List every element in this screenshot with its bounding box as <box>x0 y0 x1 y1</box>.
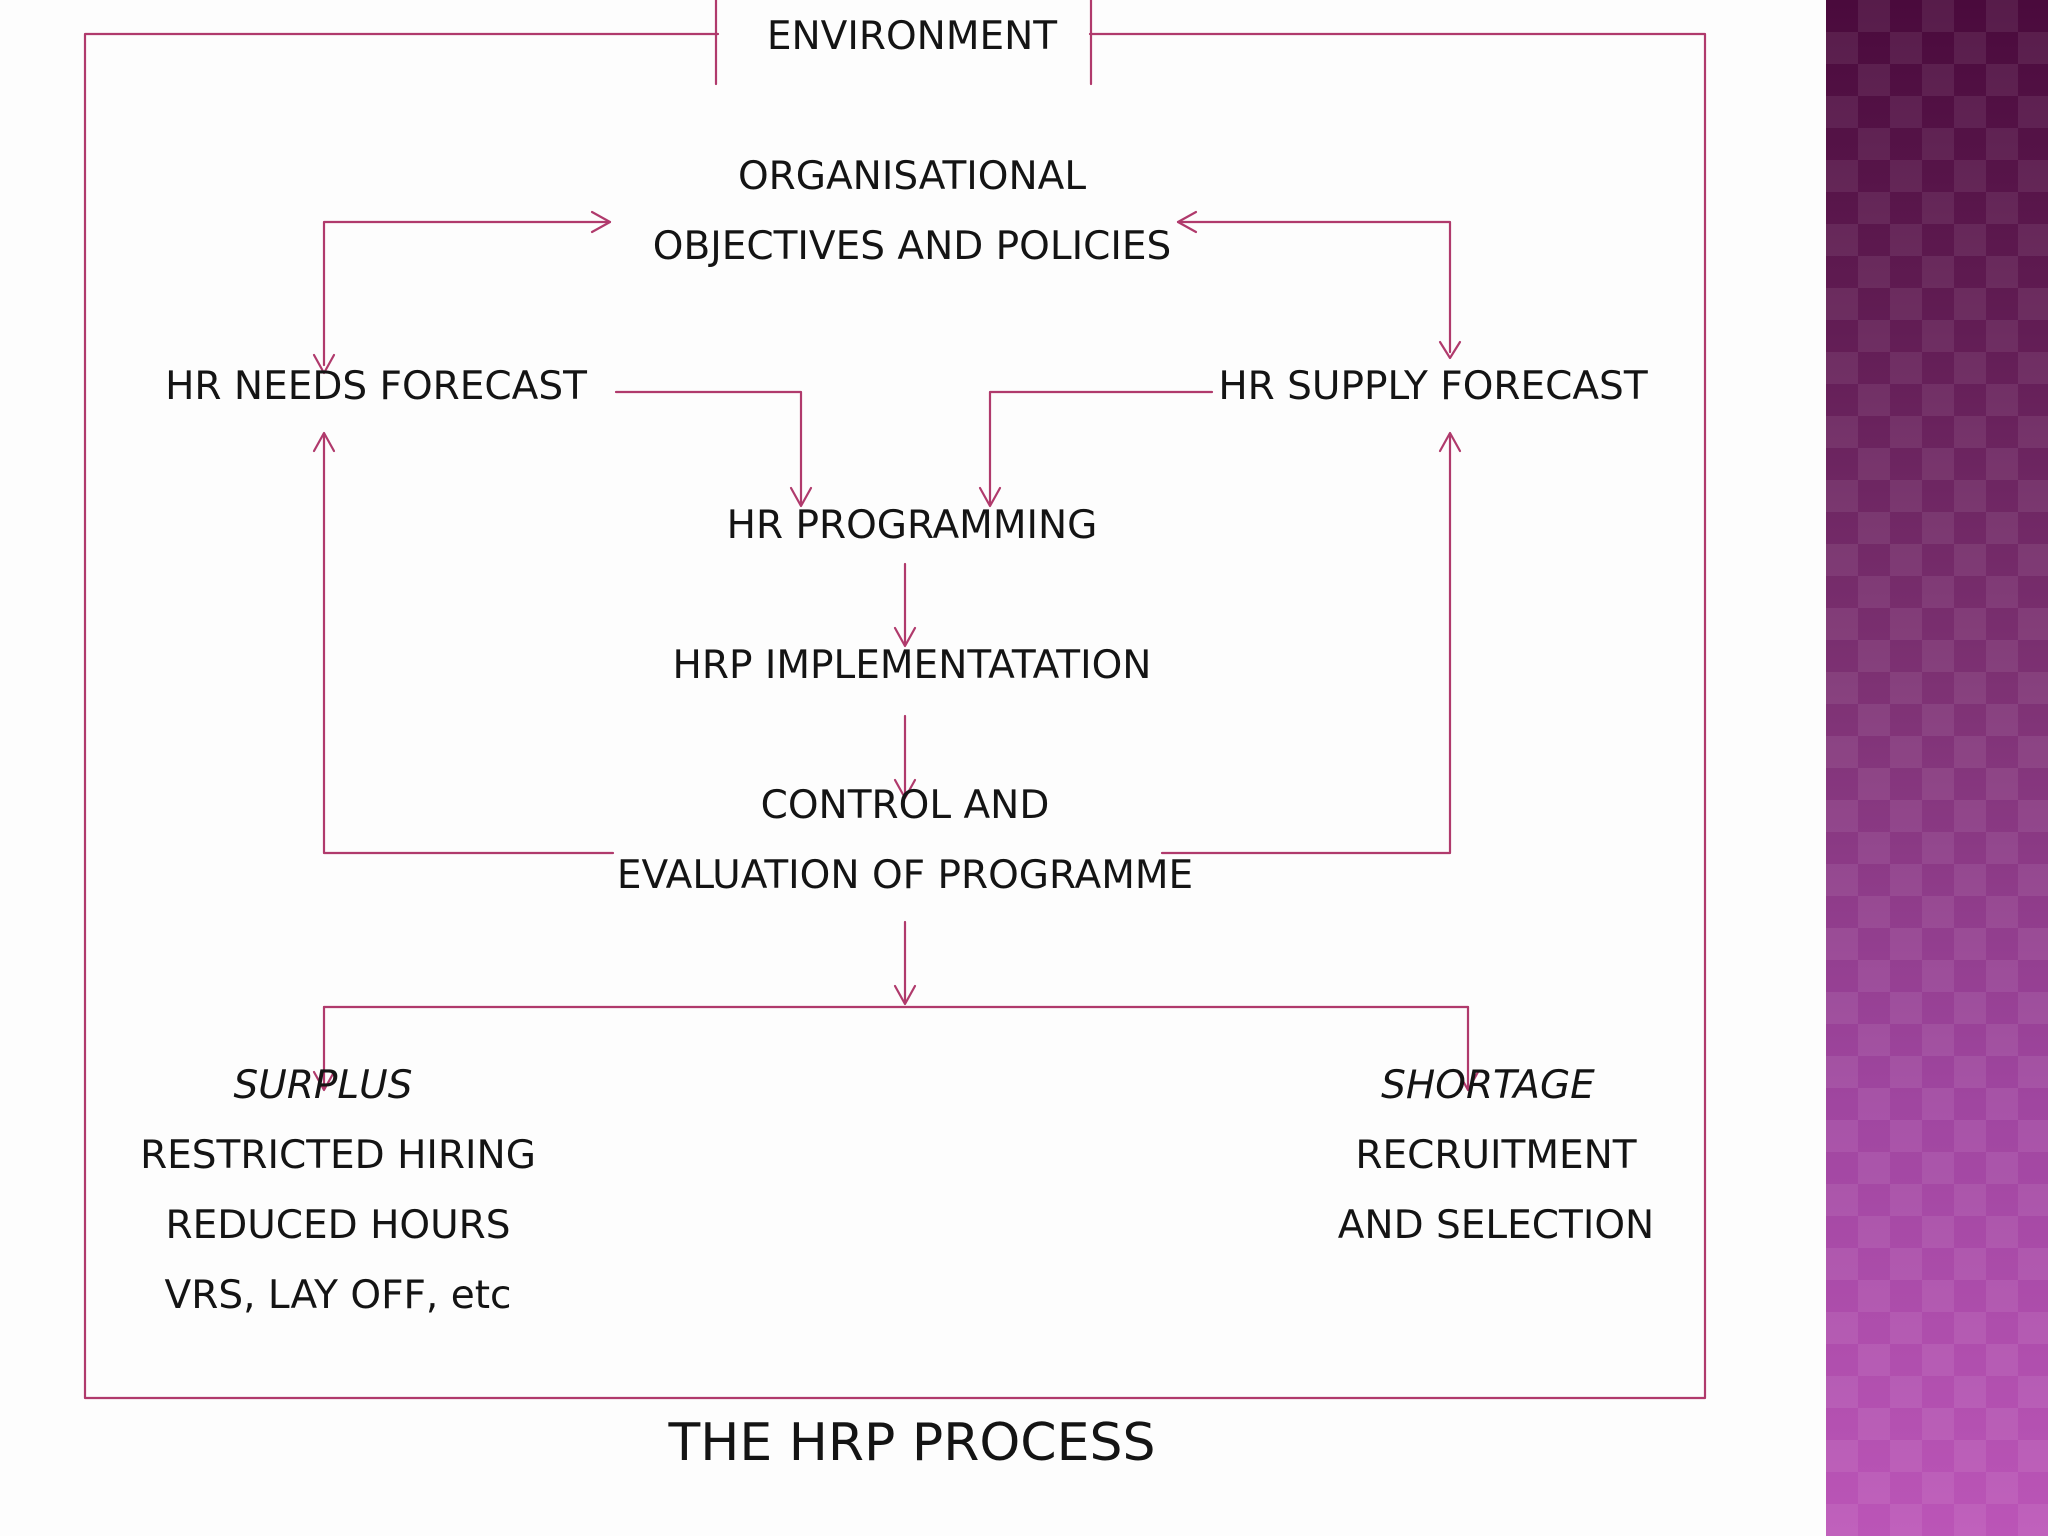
arrowhead-programming-right <box>978 486 1002 508</box>
control-line-2: EVALUATION OF PROGRAMME <box>616 853 1194 898</box>
arrowhead-surplus <box>312 1070 336 1092</box>
label-supply-forecast: HR SUPPLY FORECAST <box>1218 364 1648 409</box>
supply-to-objectives-connector <box>1176 220 1452 354</box>
decorative-side-band <box>1826 0 2048 1536</box>
label-surplus: SURPLUS RESTRICTED HIRING REDUCED HOURS … <box>140 1051 536 1331</box>
arrowhead-needs-forecast-bottom <box>312 431 336 453</box>
control-to-supply-feedback <box>1160 433 1452 855</box>
objectives-line-2: OBJECTIVES AND POLICIES <box>652 224 1172 269</box>
objectives-line-1: ORGANISATIONAL <box>737 154 1087 199</box>
arrowhead-objectives-right <box>1176 210 1198 234</box>
arrowhead-needs-forecast-top <box>312 353 336 375</box>
environment-frame <box>83 32 1707 1400</box>
surplus-item-1: RESTRICTED HIRING <box>140 1133 536 1178</box>
side-band-pattern <box>1826 0 2048 1536</box>
shortage-item-1: RECRUITMENT <box>1355 1133 1637 1178</box>
arrowhead-control <box>893 778 917 800</box>
arrowhead-programming-left <box>789 486 813 508</box>
arrowhead-supply-forecast-bottom <box>1438 431 1462 453</box>
label-control: CONTROL AND EVALUATION OF PROGRAMME <box>617 771 1193 911</box>
arrowhead-supply-forecast-top <box>1438 340 1462 360</box>
label-implementation: HRP IMPLEMENTATATION <box>672 643 1152 688</box>
arrowhead-shortage <box>1456 1070 1480 1092</box>
shortage-heading: SHORTAGE <box>1381 1063 1595 1108</box>
label-shortage: SHORTAGE RECRUITMENT AND SELECTION <box>1338 1051 1654 1261</box>
label-needs-forecast: HR NEEDS FORECAST <box>165 364 587 409</box>
label-programming: HR PROGRAMMING <box>726 503 1098 548</box>
surplus-item-2: REDUCED HOURS <box>165 1203 511 1248</box>
control-line-1: CONTROL AND <box>760 783 1050 828</box>
needs-to-programming-connector <box>614 390 803 506</box>
surplus-heading: SURPLUS <box>233 1063 413 1108</box>
arrowhead-outcomes <box>893 984 917 1006</box>
label-environment: ENVIRONMENT <box>766 14 1058 59</box>
surplus-item-3: VRS, LAY OFF, etc <box>164 1273 512 1318</box>
control-to-needs-feedback <box>322 433 615 855</box>
supply-to-programming-connector <box>988 390 1214 506</box>
diagram-title: THE HRP PROCESS <box>668 1413 1156 1473</box>
shortage-item-2: AND SELECTION <box>1337 1203 1655 1248</box>
label-objectives: ORGANISATIONAL OBJECTIVES AND POLICIES <box>653 142 1171 282</box>
arrowhead-implementation <box>893 626 917 648</box>
needs-to-objectives-connector <box>322 220 612 367</box>
arrowhead-objectives-left <box>590 210 612 234</box>
